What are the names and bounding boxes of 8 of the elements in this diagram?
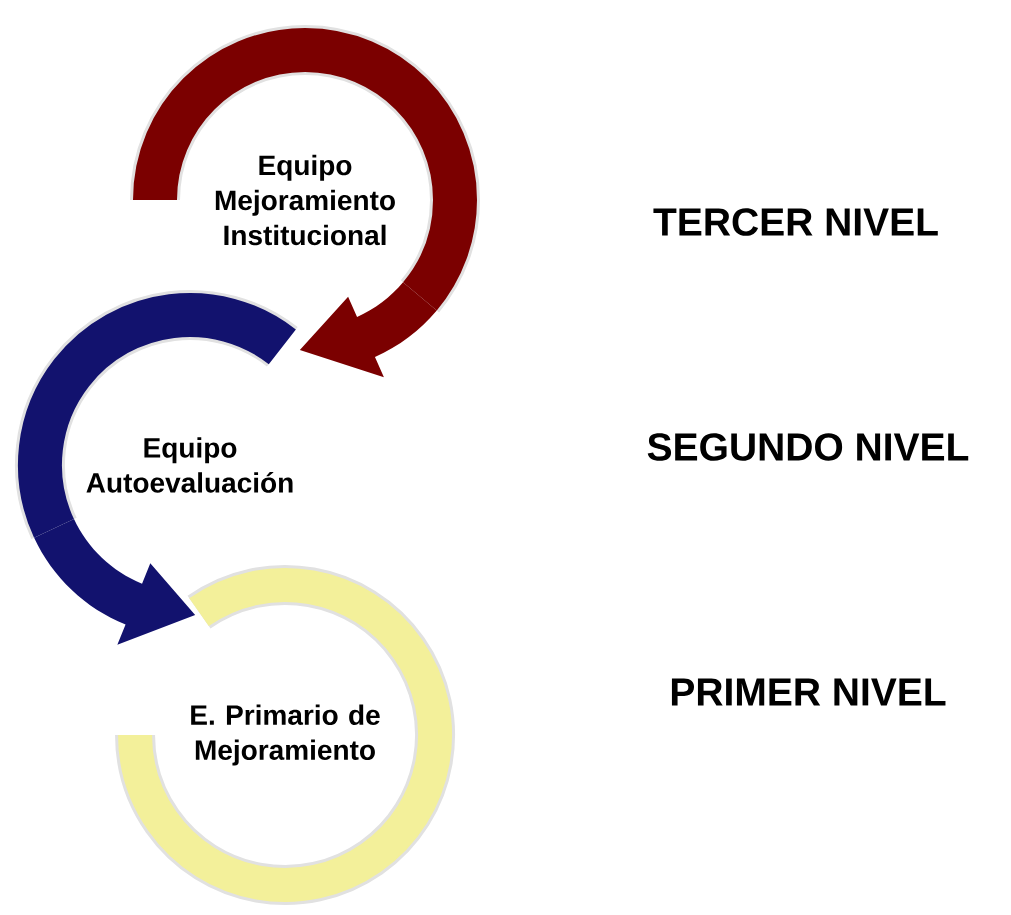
arrow: [299, 282, 437, 378]
level-label: PRIMER NIVEL: [671, 678, 946, 706]
level-label: SEGUNDO NIVEL: [647, 433, 969, 461]
ring: Equipo Mejoramiento Institucional: [130, 25, 480, 312]
ring: E. Primario de Mejoramiento: [115, 565, 455, 905]
arrow: [34, 519, 196, 645]
ring: Equipo Autoevaluación: [15, 290, 297, 538]
level-label: TERCER NIVEL: [653, 208, 938, 236]
